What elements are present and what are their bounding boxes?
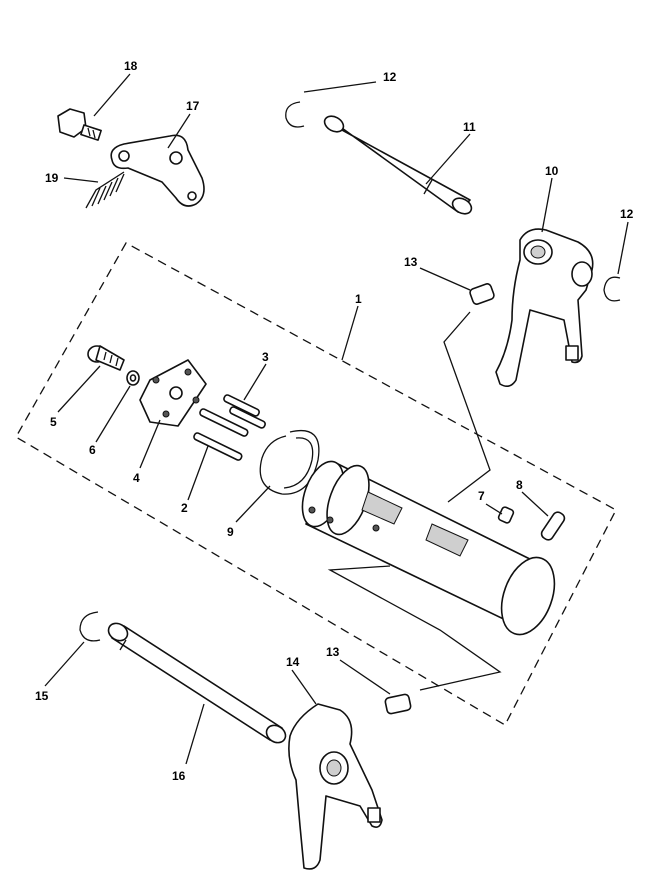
callout-12-top: 12 [383, 70, 397, 84]
callout-19: 19 [45, 171, 59, 185]
guide-pin-upper [469, 283, 495, 305]
stopper-spring [85, 171, 125, 209]
callouts: 18 17 19 12 11 10 12 13 1 3 5 6 4 2 9 7 … [35, 59, 634, 783]
callout-13-bottom: 13 [326, 645, 340, 659]
washer [126, 370, 140, 386]
circlip-large [259, 430, 320, 495]
stopper-bolt [57, 108, 102, 141]
leader-lines [44, 73, 629, 765]
callout-9: 9 [227, 525, 234, 539]
callout-3: 3 [262, 350, 269, 364]
callout-15: 15 [35, 689, 49, 703]
callout-13-top: 13 [404, 255, 418, 269]
circlip-top [285, 101, 305, 128]
shift-drum [301, 460, 556, 636]
callout-11: 11 [463, 120, 476, 134]
callout-7: 7 [478, 489, 485, 503]
callout-17: 17 [186, 99, 200, 113]
neutral-switch-pin [497, 506, 515, 524]
callout-1: 1 [355, 292, 362, 306]
callout-14: 14 [286, 655, 300, 669]
callout-12-right: 12 [620, 207, 634, 221]
shift-fork-shaft-upper [323, 115, 473, 215]
callout-16: 16 [172, 769, 186, 783]
shift-fork-shaft-lower [107, 622, 287, 744]
connector-lower [327, 565, 502, 691]
shift-fork-upper [495, 228, 594, 388]
circlip-lower [79, 611, 101, 642]
callout-10: 10 [545, 164, 559, 178]
assembly-boundary [15, 242, 617, 726]
callout-6: 6 [89, 443, 96, 457]
callout-8: 8 [516, 478, 523, 492]
guide-pin-lower [384, 693, 412, 715]
pins-long [193, 408, 249, 461]
callout-4: 4 [133, 471, 140, 485]
dowel-pin [540, 511, 566, 541]
callout-2: 2 [181, 501, 188, 515]
shift-drum-segment [139, 359, 207, 427]
callout-5: 5 [50, 415, 57, 429]
callout-18: 18 [124, 59, 138, 73]
pins-short [223, 394, 266, 429]
circlip-right [603, 276, 621, 302]
segment-bolt [87, 345, 125, 371]
shift-fork-lower [288, 703, 383, 870]
stopper-lever [110, 134, 205, 207]
connector-upper [443, 311, 491, 503]
